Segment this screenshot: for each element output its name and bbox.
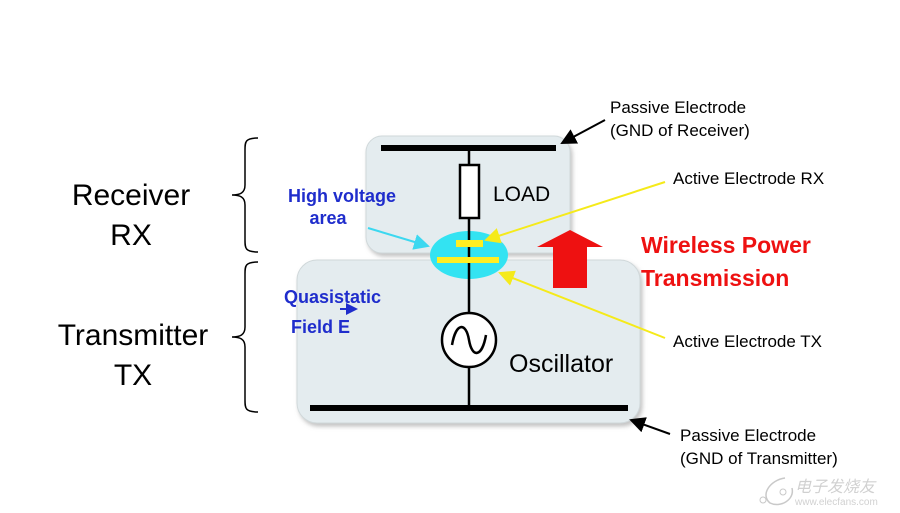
- pointer-high-voltage: [367, 227, 430, 250]
- pointer-passive-rx: [560, 119, 606, 144]
- transmitter-label: Transmitter: [58, 319, 209, 352]
- high-voltage-label: High voltage: [288, 186, 396, 206]
- transmitter-brace: [231, 261, 259, 413]
- passive-electrode-tx: [310, 405, 628, 411]
- oscillator-label: Oscillator: [509, 350, 613, 378]
- active-electrode-tx: [437, 257, 499, 263]
- pointer-passive-tx: [629, 417, 671, 435]
- load-resistor: [458, 163, 481, 220]
- watermark-swirl: [765, 477, 794, 506]
- watermark-text: 电子发烧友: [795, 478, 877, 496]
- transmission-label: Transmission: [641, 265, 789, 291]
- receiver-label: Receiver: [72, 179, 190, 212]
- active-electrode-tx-label: Active Electrode TX: [673, 332, 822, 351]
- active-electrode-rx: [456, 240, 483, 247]
- passive-electrode-tx-label-2: (GND of Transmitter): [680, 449, 838, 468]
- receiver-brace: [231, 137, 259, 253]
- wireless-power-label: Wireless Power: [641, 232, 811, 258]
- power-transfer-arrow: [537, 230, 603, 288]
- active-electrode-rx-label: Active Electrode RX: [673, 169, 824, 188]
- passive-electrode-rx-label-2: (GND of Receiver): [610, 121, 750, 140]
- pointer-active-rx: [484, 181, 666, 244]
- sine-wave-icon: [450, 325, 488, 355]
- passive-electrode-rx-label: Passive Electrode: [610, 98, 746, 117]
- watermark-dot: [759, 496, 767, 504]
- rx-label: RX: [110, 219, 152, 252]
- pointer-active-tx: [498, 270, 666, 339]
- load-label: LOAD: [493, 183, 550, 206]
- field-e-label: Field E: [291, 317, 350, 337]
- watermark-dot: [779, 488, 787, 496]
- passive-electrode-tx-label: Passive Electrode: [680, 426, 816, 445]
- watermark-logo: 电子发烧友 www.elecfans.com: [759, 477, 878, 508]
- quasistatic-label: Quasistatic: [284, 287, 381, 307]
- passive-electrode-rx: [381, 145, 556, 151]
- high-voltage-label-2: area: [309, 208, 347, 228]
- tx-label: TX: [114, 359, 152, 392]
- watermark-url: www.elecfans.com: [794, 497, 878, 508]
